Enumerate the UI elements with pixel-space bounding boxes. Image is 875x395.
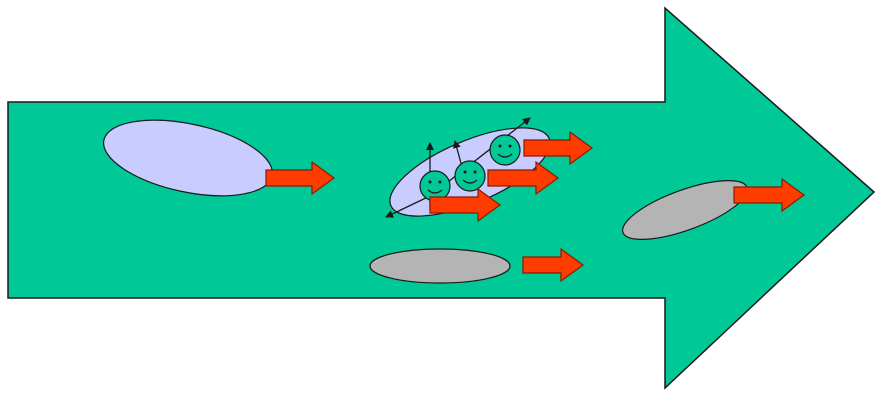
small-arrow-right-ellipse xyxy=(733,177,806,213)
small-arrow-left-ellipse xyxy=(265,160,336,196)
diagonal-vector-arrow xyxy=(385,195,431,218)
small-arrow-left-face xyxy=(429,187,502,223)
small-arrow-bottom-ellipse xyxy=(522,247,585,283)
small-arrow-middle-face xyxy=(487,160,560,196)
small-arrow-top-face xyxy=(523,130,594,166)
smiley-face-middle xyxy=(454,160,486,192)
bottom-gray-ellipse xyxy=(369,248,511,284)
smiley-face-left xyxy=(419,170,451,202)
smiley-face-top xyxy=(489,134,521,166)
